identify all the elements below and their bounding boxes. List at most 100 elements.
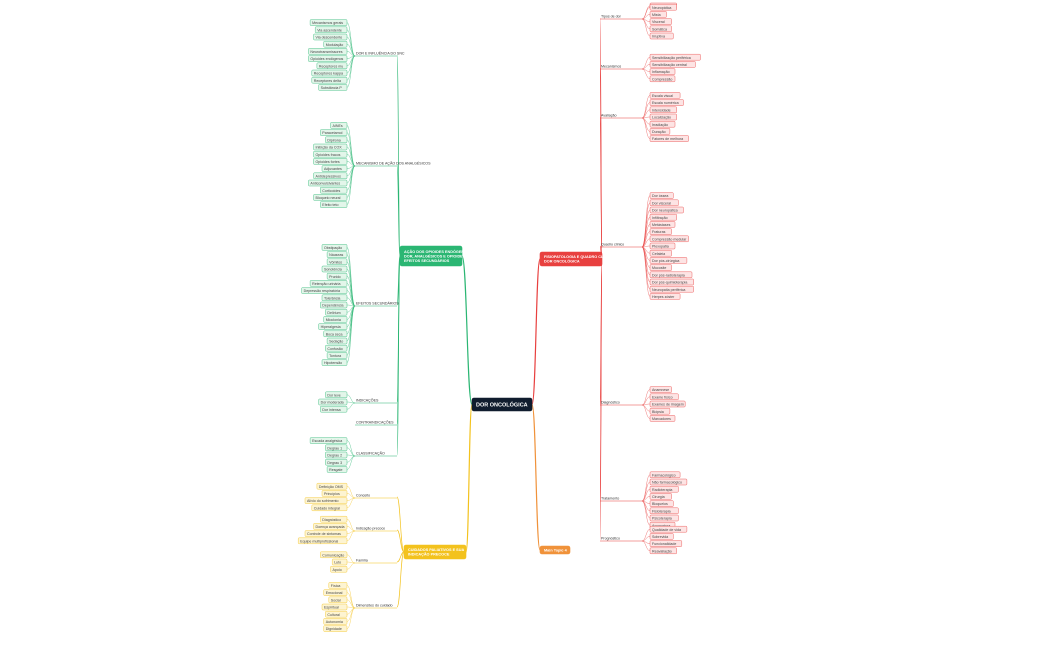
leaf-node[interactable]: Dor neuropática	[649, 206, 684, 214]
leaf-node[interactable]: Radioterapia	[649, 486, 679, 493]
leaf-node[interactable]: Delirium	[325, 309, 348, 316]
leaf-node[interactable]: Sonolência	[321, 265, 348, 273]
leaf-node[interactable]: Modulação	[323, 41, 348, 48]
leaf-node[interactable]: Bloqueio neural	[313, 194, 348, 201]
leaf-node[interactable]: Social	[328, 596, 348, 603]
leaf-node[interactable]: Antidepressivos	[313, 172, 348, 180]
leaf-node[interactable]: Sobrevida	[649, 533, 674, 540]
central-topic[interactable]: DOR ONCOLÓGICA	[471, 397, 533, 412]
leaf-node[interactable]: Física	[328, 582, 348, 589]
leaf-node[interactable]: Duração	[649, 128, 671, 135]
leaf-node[interactable]: Via descendente	[313, 33, 348, 41]
subtopic-red[interactable]: Tipos de dor	[600, 15, 642, 20]
leaf-node[interactable]: Adjuvantes	[321, 165, 348, 172]
leaf-node[interactable]: Dor visceral	[649, 199, 679, 207]
leaf-node[interactable]: Vômitos	[326, 258, 348, 265]
leaf-node[interactable]: Mecanismos gerais	[309, 19, 348, 26]
leaf-node[interactable]: Somática	[649, 25, 672, 32]
leaf-node[interactable]: Degrau 3	[325, 459, 348, 466]
leaf-node[interactable]: Dignidade	[323, 625, 348, 632]
leaf-node[interactable]: Corticoides	[320, 186, 348, 194]
leaf-node[interactable]: Escala numérica	[649, 99, 684, 106]
leaf-node[interactable]: Opioides endógenos	[308, 55, 348, 62]
leaf-node[interactable]: Fatores de melhora	[649, 135, 689, 142]
leaf-node[interactable]: Marcadores	[649, 415, 676, 422]
leaf-node[interactable]: Herpes zóster	[649, 293, 681, 300]
subtopic-red[interactable]: Quadro clínico	[600, 243, 642, 248]
leaf-node[interactable]: Dor pós-cirúrgica	[649, 257, 688, 264]
subtopic-green[interactable]: EFEITOS SECUNDÁRIOS	[355, 302, 399, 307]
leaf-node[interactable]: Intensidade	[649, 106, 677, 114]
subtopic-green[interactable]: CLASSIFICAÇÃO	[355, 451, 397, 457]
subtopic-red[interactable]: Prognóstico	[600, 537, 642, 542]
leaf-node[interactable]: Compressão medular	[649, 235, 689, 243]
leaf-node[interactable]: Hipotensão	[321, 359, 348, 366]
leaf-node[interactable]: Mioclonia	[323, 316, 348, 323]
subtopic-red[interactable]: Diagnóstico	[600, 401, 642, 406]
leaf-node[interactable]: Comunicação	[320, 551, 348, 558]
leaf-node[interactable]: Neurotransmissores	[308, 48, 348, 55]
subtopic-red[interactable]: Tratamento	[600, 497, 642, 502]
leaf-node[interactable]: Infiltração	[649, 213, 677, 221]
leaf-node[interactable]: Fraturas	[649, 228, 672, 235]
leaf-node[interactable]: Psicoterapia	[649, 514, 679, 522]
leaf-node[interactable]: Fisioterapia	[649, 507, 679, 514]
leaf-node[interactable]: Efeito teto	[320, 201, 348, 208]
leaf-node[interactable]: Cirurgia	[649, 493, 672, 500]
leaf-node[interactable]: Cultural	[325, 611, 348, 618]
leaf-node[interactable]: Tontura	[326, 352, 348, 359]
leaf-node[interactable]: Não farmacológico	[649, 478, 688, 486]
leaf-node[interactable]: Anticonvulsivantes	[308, 179, 348, 187]
leaf-node[interactable]: Hiperalgesia	[318, 323, 348, 330]
leaf-node[interactable]: Sedação	[326, 337, 348, 345]
leaf-node[interactable]: Plexopatia	[649, 242, 676, 250]
leaf-node[interactable]: Neuropatia periférica	[649, 286, 694, 293]
leaf-node[interactable]: Inflamação	[649, 68, 676, 75]
leaf-node[interactable]: Dor intensa	[320, 406, 348, 413]
subtopic-green[interactable]: MECANISMO DE AÇÃO DOS ANALGÉSICOS	[355, 161, 431, 167]
leaf-node[interactable]: Autonomia	[323, 618, 348, 625]
leaf-node[interactable]: Irradiação	[649, 120, 676, 128]
leaf-node[interactable]: Qualidade de vida	[649, 526, 688, 533]
leaf-node[interactable]: Opioides fracos	[313, 150, 348, 158]
leaf-node[interactable]: Dependência	[320, 301, 348, 309]
subtopic-yellow[interactable]: Indicação precoce	[355, 527, 397, 532]
leaf-node[interactable]: Metástases	[649, 221, 676, 228]
leaf-node[interactable]: Funcionalidade	[649, 540, 682, 547]
leaf-node[interactable]: Obstipação	[321, 244, 348, 251]
leaf-node[interactable]: Opioides fortes	[313, 158, 348, 165]
leaf-node[interactable]: Doença avançada	[313, 523, 348, 530]
leaf-node[interactable]: Receptores delta	[311, 76, 348, 84]
leaf-node[interactable]: Espiritual	[321, 603, 348, 611]
leaf-node[interactable]: Dor pós-radioterapia	[649, 271, 693, 278]
subtopic-green[interactable]: CONTRAINDICAÇÕES	[355, 420, 397, 426]
subtopic-yellow[interactable]: Conceito	[355, 494, 397, 499]
subtopic-red[interactable]: Mecanismos	[600, 65, 642, 70]
leaf-node[interactable]: Depressão respiratória	[301, 287, 348, 294]
leaf-node[interactable]: Localização	[649, 113, 677, 121]
leaf-node[interactable]: Substância P	[318, 84, 348, 91]
leaf-node[interactable]: Diagnóstico	[320, 516, 348, 523]
branch-orange[interactable]: Main Topic 4	[539, 545, 571, 555]
leaf-node[interactable]: AINEs	[330, 122, 348, 129]
leaf-node[interactable]: Boca seca	[323, 330, 348, 337]
leaf-node[interactable]: Dipirona	[325, 136, 348, 144]
leaf-node[interactable]: Sensibilização periférica	[649, 54, 701, 61]
leaf-node[interactable]: Cefaleia	[649, 249, 672, 257]
leaf-node[interactable]: Retenção urinária	[309, 280, 348, 287]
leaf-node[interactable]: Controle de sintomas	[304, 530, 348, 537]
leaf-node[interactable]: Paracetamol	[320, 129, 348, 136]
leaf-node[interactable]: Biópsia	[649, 408, 671, 415]
leaf-node[interactable]: Neuropática	[649, 3, 677, 11]
leaf-node[interactable]: Escala visual	[649, 92, 681, 99]
leaf-node[interactable]: Luto	[332, 558, 348, 566]
leaf-node[interactable]: Exames de imagem	[649, 400, 686, 408]
subtopic-green[interactable]: INDICAÇÕES	[355, 398, 397, 404]
leaf-node[interactable]: Mucosite	[649, 264, 672, 271]
subtopic-yellow[interactable]: Dimensões do cuidado	[355, 604, 397, 609]
leaf-node[interactable]: Mista	[649, 11, 667, 18]
leaf-node[interactable]: Confusão	[325, 345, 348, 352]
